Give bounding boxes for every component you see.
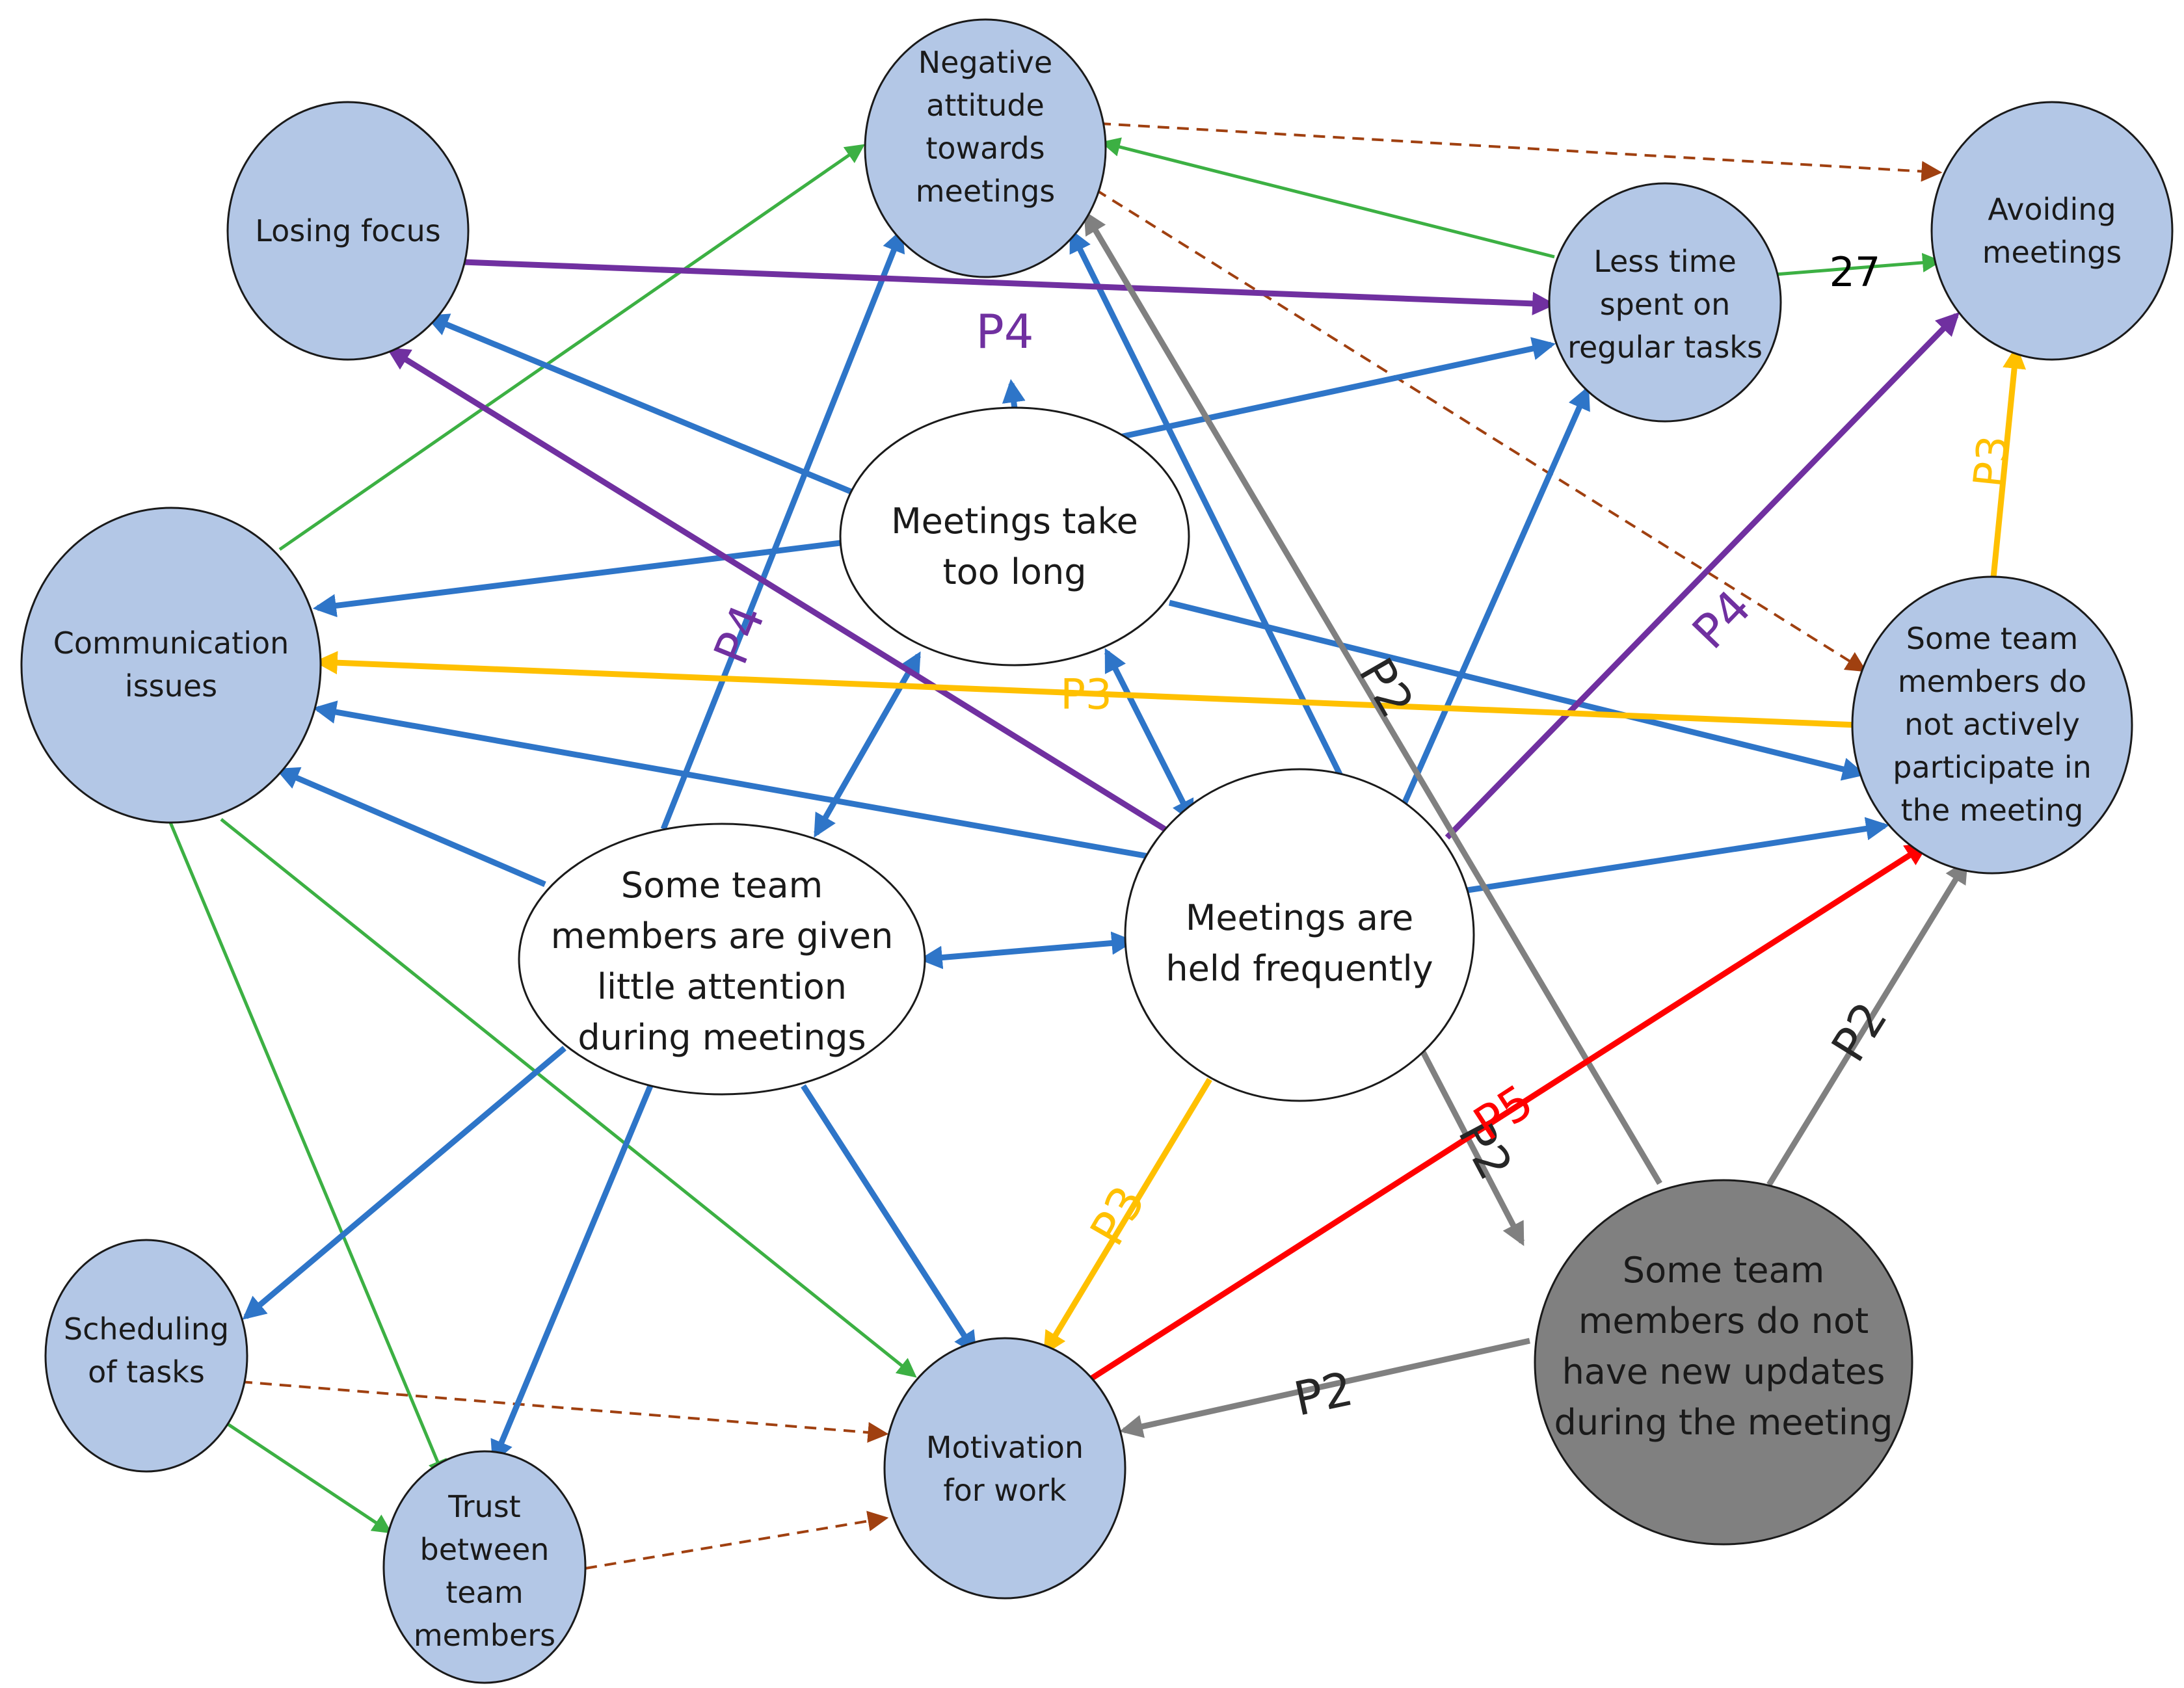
edge-label-p4-top: P4 [976, 304, 1033, 359]
node-little-attention-shape [518, 823, 926, 1096]
edge-held-frequently-to-negative-attitude [1069, 228, 1351, 791]
edge-held-frequently-to-not-participate [1463, 817, 1890, 894]
edge-held-frequently-to-motivation [1043, 1077, 1212, 1356]
edge-held-frequently-to-avoiding [1445, 311, 1960, 840]
edge-held-frequently-to-communication [312, 700, 1153, 860]
edge-held-frequently-to-less-time [1398, 386, 1590, 811]
edge-little-attention-to-scheduling [242, 1046, 566, 1320]
edge-take-too-long-held-frequently-both [1104, 648, 1195, 824]
edge-little-attention-to-communication [275, 767, 546, 888]
edge-scheduling-to-trust [217, 1416, 392, 1534]
edge-scheduling-to-motivation [240, 1380, 889, 1443]
node-trust-shape [382, 1450, 587, 1684]
edge-no-updates-to-negative-attitude [1084, 210, 1662, 1185]
edge-negative-attitude-to-avoiding [1099, 122, 1943, 182]
edge-losing-focus-to-less-time [462, 259, 1556, 315]
edge-communication-to-motivation [220, 818, 917, 1378]
edges-layer [168, 122, 2027, 1570]
node-losing-focus[interactable]: Losing focus [226, 101, 470, 361]
edge-take-too-long-to-communication [312, 540, 841, 618]
edge-label-p2-bottom: P2 [1289, 1361, 1357, 1427]
edge-communication-to-negative-attitude [278, 144, 865, 551]
edge-label-p3-right: P3 [1965, 433, 2018, 490]
edge-held-frequently-to-no-updates [1420, 1050, 1525, 1246]
edge-trust-to-motivation [585, 1510, 889, 1570]
edge-little-attention-to-negative-attitude [660, 228, 905, 830]
edge-held-frequently-to-losing-focus [386, 347, 1174, 836]
node-take-too-long-shape [839, 406, 1190, 666]
edge-negative-attitude-to-not-participate [1095, 189, 1867, 672]
edge-little-attention-held-frequently-both [918, 931, 1136, 969]
node-communication-shape [20, 507, 322, 824]
edge-label-p2-right: P2 [1821, 993, 1898, 1071]
edge-take-too-long-to-losing-focus [425, 313, 859, 497]
node-avoiding-shape [1930, 101, 2174, 361]
edge-not-participate-to-avoiding [1990, 345, 2027, 578]
edge-no-updates-to-motivation [1119, 1338, 1530, 1438]
edge-no-updates-to-not-participate [1766, 859, 1968, 1187]
node-held-frequently-shape [1124, 768, 1475, 1102]
node-motivation-shape [883, 1337, 1126, 1600]
node-not-participate-shape [1851, 575, 2133, 875]
node-no-updates-shape [1534, 1179, 1913, 1546]
edge-take-too-long-to-not-participate [1168, 600, 1866, 781]
node-less-time-shape [1548, 182, 1782, 423]
edge-less-time-to-negative-attitude [1100, 137, 1555, 259]
edge-label-p4-right: P4 [1682, 579, 1761, 659]
node-negative-attitude-shape [864, 18, 1107, 278]
edge-take-too-long-to-negative-attitude [1002, 378, 1026, 409]
edge-less-time-to-avoiding [1775, 252, 1942, 276]
edge-label-p3-mid: P3 [1060, 671, 1112, 719]
node-scheduling-shape [44, 1239, 248, 1473]
edge-label-27: 27 [1830, 248, 1881, 296]
node-losing-focus-label: Losing focus [255, 213, 440, 248]
edge-label-p4-left: P4 [703, 598, 775, 672]
edge-take-too-long-to-less-time [1119, 337, 1556, 440]
node-losing-focus-shape [226, 101, 470, 361]
edge-motivation-to-not-participate [1089, 843, 1930, 1381]
edge-little-attention-to-motivation [801, 1084, 977, 1356]
edge-not-participate-to-communication [313, 651, 1858, 728]
edge-communication-to-trust [168, 822, 447, 1480]
edge-little-attention-to-trust [490, 1085, 654, 1464]
